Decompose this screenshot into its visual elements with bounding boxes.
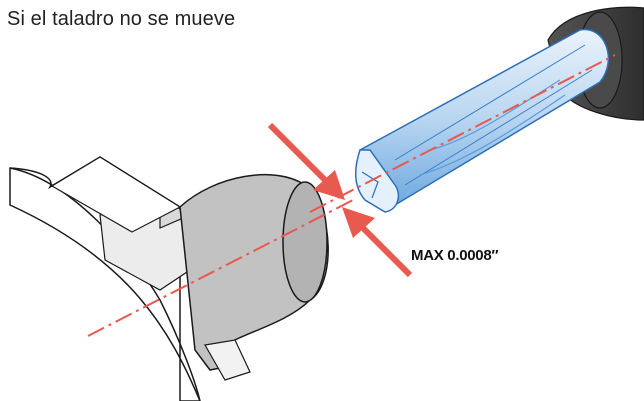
drill-axis-line	[309, 54, 616, 213]
tolerance-label: MAX 0.0008″	[411, 247, 499, 264]
offset-arrow-lower	[342, 207, 413, 278]
workpiece	[9, 156, 329, 401]
diagram-title: Si el taladro no se mueve	[7, 8, 236, 30]
offset-arrow-upper	[267, 122, 345, 200]
part-axis-line	[87, 198, 356, 337]
drill-tool	[355, 28, 610, 213]
